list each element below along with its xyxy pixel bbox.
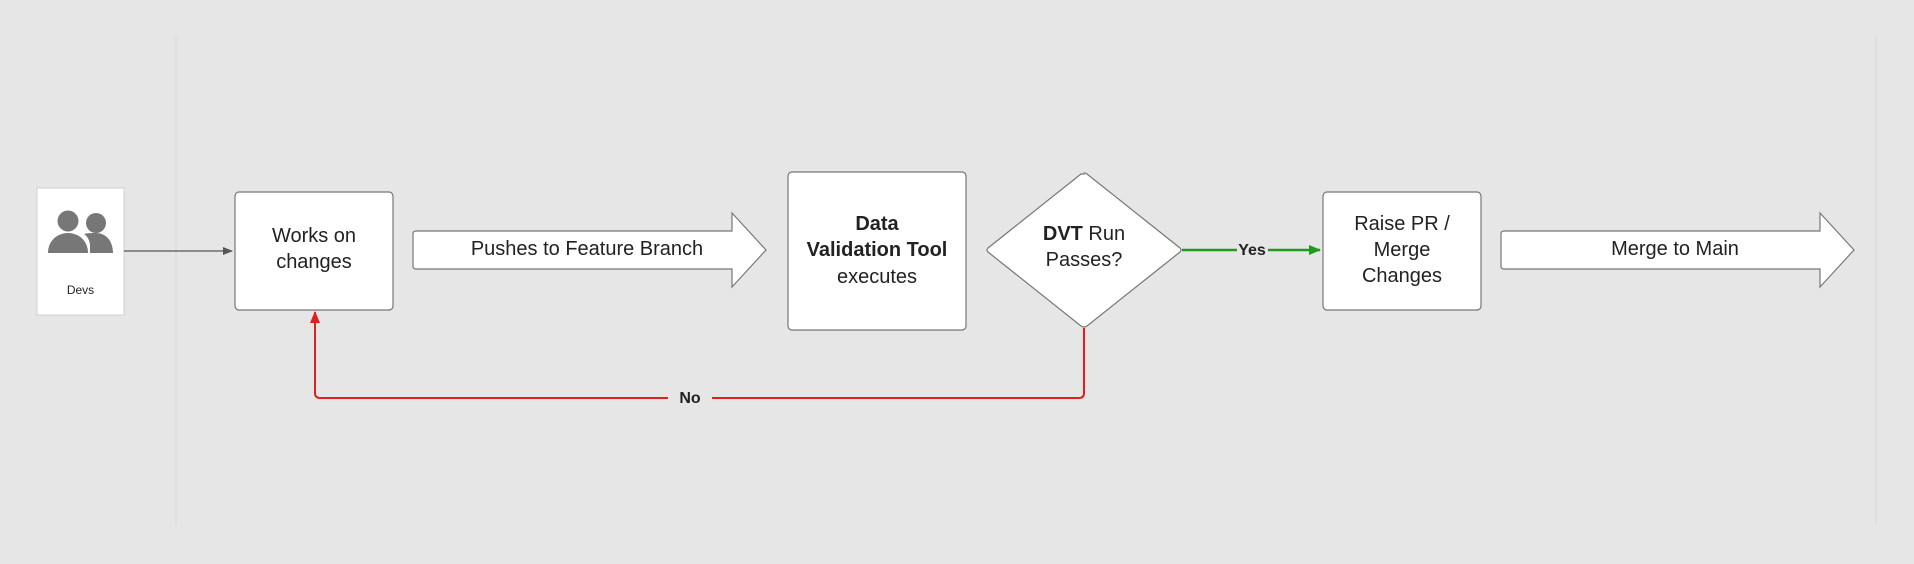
raise-line1: Raise PR / [1354,213,1450,235]
decision-line1: DVT Run [1043,223,1125,245]
works-box [234,191,394,311]
data-validation-tool-node[interactable]: Data Validation Tool executes [787,171,967,331]
users-icon [48,210,113,253]
dvt-line3: executes [837,266,917,288]
devs-actor: Devs [36,187,125,316]
yes-label: Yes [1238,242,1266,259]
no-line-a [712,328,1085,399]
works-on-changes-node[interactable]: Works on changes [234,191,394,311]
merge-label: Merge to Main [1611,238,1739,260]
dvt-box [787,171,967,331]
push-label: Pushes to Feature Branch [471,238,703,260]
push-arrow-shape [412,211,767,289]
raise-pr-node[interactable]: Raise PR / Merge Changes [1322,191,1482,311]
no-label: No [679,390,701,407]
dvt-passes-decision-node[interactable]: DVT Run Passes? [986,172,1182,328]
no-connector: No [310,311,1085,407]
dvt-line2: Validation Tool [807,239,948,261]
raise-line3: Changes [1362,265,1442,287]
raise-box [1322,191,1482,311]
dvt-line1: Data [855,213,899,235]
works-line1: Works on [272,225,356,247]
works-line2: changes [276,251,352,273]
decision-bold: DVT [1043,223,1083,245]
raise-line2: Merge [1374,239,1431,261]
decision-diamond [986,172,1182,328]
yes-connector: Yes [1182,242,1321,259]
decision-line2: Passes? [1046,249,1123,271]
push-feature-branch-node[interactable]: Pushes to Feature Branch [412,211,767,289]
decision-rest: Run [1083,223,1125,245]
merge-to-main-node[interactable]: Merge to Main [1500,211,1855,289]
merge-arrow-shape [1500,211,1855,289]
no-line-b [310,311,668,399]
devs-label: Devs [67,283,94,297]
